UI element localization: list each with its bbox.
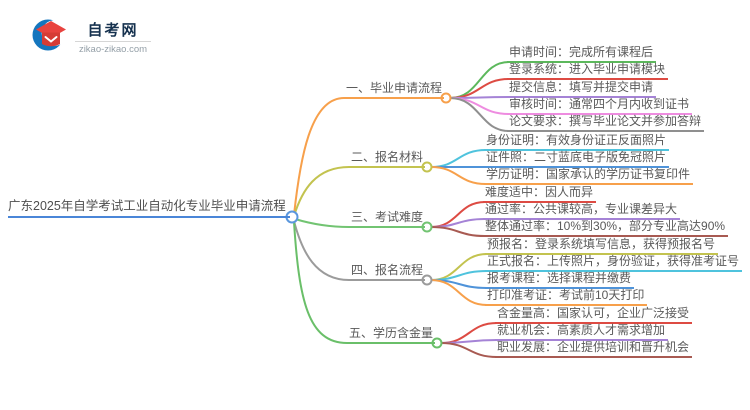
curve-hub-branch5 [293, 221, 348, 344]
curve-branch1-child4 [449, 97, 510, 115]
node-high-value[interactable]: 含金量高：国家认可，企业广泛接受 [495, 306, 693, 324]
node-login-system[interactable]: 登录系统：进入毕业申请模块 [507, 62, 669, 80]
node-submit-info[interactable]: 提交信息：填写并提交申请 [507, 80, 657, 98]
branch-registration-process[interactable]: 四、报名流程 [349, 262, 426, 281]
node-formal-registration[interactable]: 正式报名：上传照片，身份验证，获得准考证号 [485, 254, 743, 272]
curve-branch2-child1 [430, 149, 487, 168]
logo-divider [75, 41, 151, 42]
node-id-proof[interactable]: 身份证明：有效身份证正反面照片 [484, 133, 670, 151]
curve-hub-branch2 [293, 166, 350, 217]
node-id-photo[interactable]: 证件照：二寸蓝底电子版免冠照片 [484, 150, 670, 168]
curve-hub-branch3 [294, 218, 350, 228]
node-career-development[interactable]: 职业发展：企业提供培训和晋升机会 [495, 340, 693, 358]
node-pass-rate[interactable]: 通过率：公共课较高，专业课差异大 [483, 202, 681, 220]
curve-hub-branch4 [293, 220, 350, 281]
site-logo[interactable]: 自考网 zikao-zikao.com [32, 18, 151, 55]
curve-branch1-child5 [449, 97, 510, 132]
node-course-registration[interactable]: 报考课程：选择课程并缴费 [485, 271, 635, 289]
curve-branch3-child3 [430, 226, 486, 237]
curve-branch4-child4 [430, 279, 488, 306]
branch-registration-materials[interactable]: 二、报名材料 [349, 149, 426, 168]
node-job-opportunities[interactable]: 就业机会：高素质人才需求增加 [495, 323, 669, 341]
root-topic[interactable]: 广东2025年自学考试工业自动化专业毕业申请流程 [8, 198, 290, 218]
branch-degree-value[interactable]: 五、学历含金量 [347, 325, 436, 344]
node-education-proof[interactable]: 学历证明：国家承认的学历证书复印件 [484, 167, 694, 185]
curve-branch4-child2 [430, 270, 488, 281]
curve-branch3-child2 [430, 218, 486, 228]
branch-exam-difficulty[interactable]: 三、考试难度 [349, 209, 426, 228]
logo-domain: zikao-zikao.com [78, 44, 148, 55]
node-overall-pass-rate[interactable]: 整体通过率：10%到30%，部分专业高达90% [483, 219, 729, 237]
graduation-cap-logo-icon [32, 19, 68, 51]
logo-text: 自考网 zikao-zikao.com [75, 18, 151, 55]
curve-branch2-child3 [430, 166, 487, 185]
node-print-admission-ticket[interactable]: 打印准考证：考试前10天打印 [485, 288, 648, 306]
node-difficulty-moderate[interactable]: 难度适中：因人而异 [483, 185, 597, 203]
logo-title: 自考网 [87, 22, 139, 39]
branch-graduation-application-process[interactable]: 一、毕业申请流程 [344, 80, 445, 99]
node-thesis-requirement[interactable]: 论文要求：撰写毕业论文并参加答辩 [507, 114, 705, 132]
node-pre-registration[interactable]: 预报名：登录系统填写信息，获得预报名号 [485, 237, 719, 255]
node-apply-time[interactable]: 申请时间：完成所有课程后 [507, 45, 657, 63]
curve-branch5-child3 [440, 342, 498, 358]
node-review-time[interactable]: 审核时间：通常四个月内收到证书 [507, 97, 693, 115]
curve-hub-branch1 [293, 97, 345, 216]
